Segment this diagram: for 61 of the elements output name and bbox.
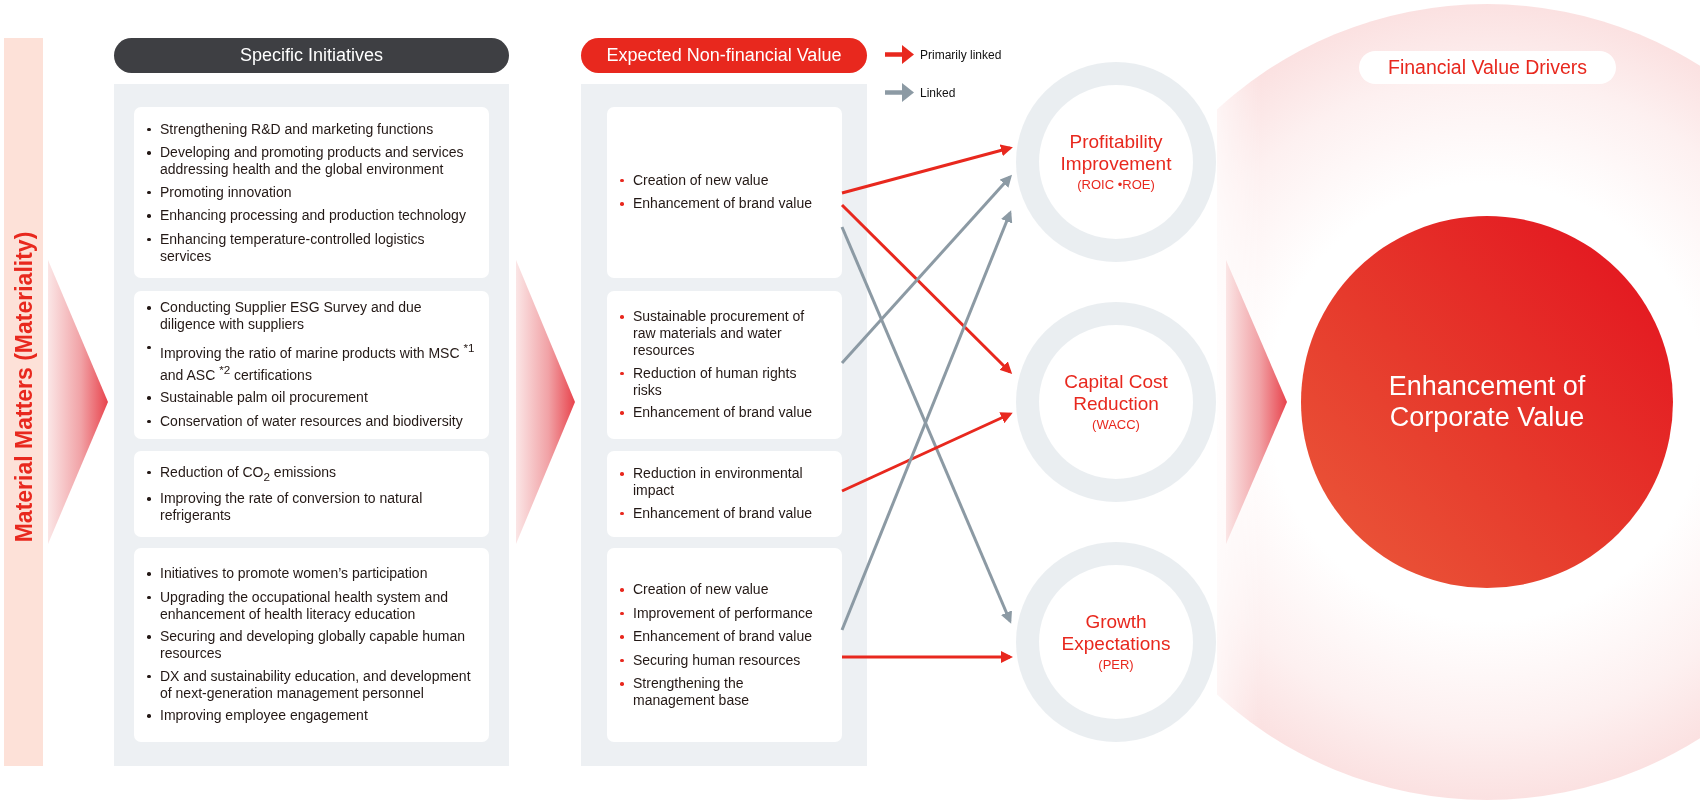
section-heading: Financial Value Drivers bbox=[1359, 51, 1616, 84]
list-item: Upgrading the occupational health system and enhancement of health literacy education bbox=[160, 588, 449, 623]
list-item: Enhancement of brand value bbox=[633, 404, 812, 421]
arrow bbox=[842, 651, 1013, 663]
list-item: Enhancement of brand value bbox=[633, 504, 812, 522]
list-item: Enhancing temperature-controlled logistics services bbox=[160, 230, 426, 265]
list-item: DX and sustainability education, and development of next-generation management personnel bbox=[160, 667, 472, 702]
list-item: Improving the rate of conversion to natural refrigerants bbox=[160, 490, 424, 525]
list-item: Sustainable palm oil procurement bbox=[160, 389, 368, 407]
list-item: Securing and developing globally capable human resources bbox=[160, 628, 467, 662]
content-card bbox=[134, 291, 489, 439]
legend-label: Primarily linked bbox=[920, 47, 1002, 62]
chevron-arrow bbox=[1226, 260, 1287, 544]
content-card bbox=[134, 451, 489, 537]
list-item: Conservation of water resources and biodiversity bbox=[160, 412, 463, 430]
list-item: Reduction in environmental impact bbox=[633, 465, 804, 500]
arrow bbox=[840, 174, 1012, 364]
list-item: Securing human resources bbox=[633, 651, 801, 669]
list-item: Improving the ratio of marine products with MSC $^{*1}$ and ASC $^{*2}$ certifications bbox=[160, 339, 476, 384]
chevron-arrow bbox=[48, 260, 108, 544]
side-band bbox=[4, 38, 43, 766]
list-item: Enhancing processing and production technology bbox=[160, 207, 466, 224]
list-item: Conducting Supplier ESG Survey and due diligence with suppliers bbox=[160, 299, 423, 334]
halo-background bbox=[1217, 4, 1700, 800]
content-card bbox=[607, 291, 842, 439]
content-card bbox=[607, 107, 842, 278]
list-item: Enhancement of brand value bbox=[633, 195, 812, 213]
list-item: Creation of new value bbox=[633, 581, 769, 598]
list-item: Strengthening the management base bbox=[633, 675, 750, 709]
vertical-heading: Material Matters (Materiality) bbox=[10, 231, 37, 543]
circle-label: Capital Cost Reduction bbox=[1063, 370, 1169, 415]
panel-heading: Expected Non-financial Value bbox=[581, 38, 867, 73]
list-item: Creation of new value bbox=[633, 171, 769, 189]
chevron-arrow bbox=[516, 260, 575, 544]
list-item: Developing and promoting products and services addressing health and the global environment bbox=[160, 144, 465, 178]
list-item: Strengthening R&D and marketing functions bbox=[160, 120, 434, 138]
circle-label: Enhancement of Corporate Value bbox=[1387, 371, 1587, 433]
content-card bbox=[134, 548, 489, 742]
arrow bbox=[841, 412, 1013, 493]
circle-label: Growth Expectations bbox=[1060, 610, 1172, 655]
list-item: Improvement of performance bbox=[633, 604, 813, 622]
list-item: Improving employee engagement bbox=[160, 707, 368, 724]
list-item: Initiatives to promote women’s participation bbox=[160, 565, 428, 582]
circle-label: Profitability Improvement bbox=[1059, 130, 1173, 175]
arrow bbox=[841, 144, 1013, 195]
metric-label: (ROIC •ROE) bbox=[1077, 175, 1155, 194]
column-panel bbox=[114, 38, 509, 766]
list-item: Reduction of human rights risks bbox=[633, 364, 798, 399]
legend-label: Linked bbox=[920, 85, 956, 100]
content-card bbox=[607, 451, 842, 537]
list-item: Sustainable procurement of raw materials and water resources bbox=[633, 308, 806, 359]
list-item: Enhancement of brand value bbox=[633, 628, 812, 645]
metric-label: (WACC) bbox=[1092, 415, 1140, 434]
column-panel bbox=[581, 38, 867, 766]
list-item: Reduction of CO$_{2}$ emissions bbox=[160, 463, 337, 485]
metric-label: (PER) bbox=[1098, 655, 1134, 674]
content-card bbox=[134, 107, 489, 278]
content-card bbox=[607, 548, 842, 742]
panel-heading: Specific Initiatives bbox=[114, 38, 509, 73]
arrow bbox=[840, 203, 1013, 375]
list-item: Promoting innovation bbox=[160, 183, 292, 201]
